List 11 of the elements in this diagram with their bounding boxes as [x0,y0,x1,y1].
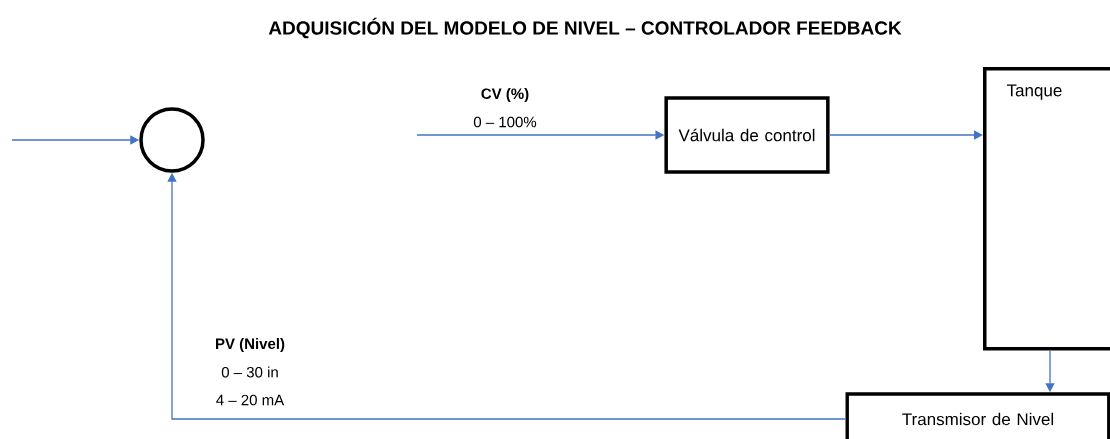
signal-label: CV (%) [481,88,529,102]
title: ADQUISICIÓN DEL MODELO DE NIVEL – CONTROLADOR FEEDBACK [268,17,902,39]
summing-junction [139,107,205,173]
signal-label: PV (Nivel) [216,338,285,352]
signal-label: 4 – 20 mA [216,394,285,406]
signal-label: 0 – 100% [473,116,537,128]
tank-box: Tanque [983,67,1110,351]
process-box: Transmisor de Nivel [845,392,1110,439]
signal-label: 0 – 30 in [221,366,278,378]
process-box: Válvula de control [664,96,830,174]
arrow [828,130,983,140]
